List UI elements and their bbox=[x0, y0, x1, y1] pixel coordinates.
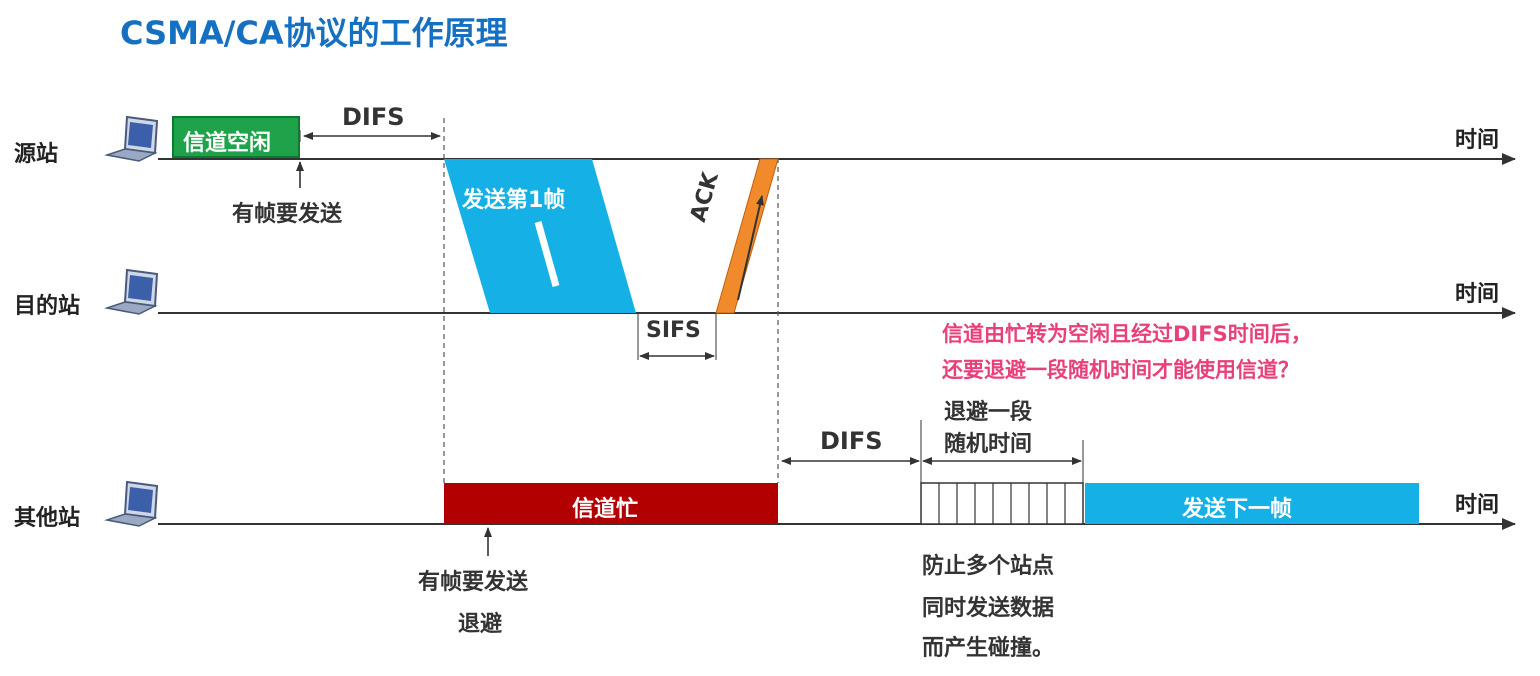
collision-note-line-1: 防止多个站点 bbox=[922, 554, 1055, 579]
backoff-slots bbox=[920, 482, 1084, 525]
sifs-label: SIFS bbox=[646, 318, 701, 343]
source-time-label: 时间 bbox=[1455, 128, 1500, 153]
frame-direction-arrow bbox=[534, 221, 560, 287]
page-title: CSMA/CA协议的工作原理 bbox=[120, 14, 508, 52]
channel-busy-box bbox=[444, 483, 778, 524]
destination-time-label: 时间 bbox=[1455, 282, 1500, 307]
collision-note-line-3: 而产生碰撞。 bbox=[922, 636, 1055, 661]
channel-busy-label: 信道忙 bbox=[572, 497, 639, 522]
channel-idle-label: 信道空闲 bbox=[183, 131, 272, 156]
difs-label-other: DIFS bbox=[820, 427, 883, 455]
backoff-random-label-2: 随机时间 bbox=[944, 432, 1033, 457]
backoff-label-other: 退避 bbox=[458, 612, 503, 637]
source-station-label: 源站 bbox=[14, 142, 59, 167]
other-station-label: 其他站 bbox=[14, 506, 81, 531]
question-line-2: 还要退避一段随机时间才能使用信道？ bbox=[942, 358, 1299, 382]
other-laptop-icon bbox=[104, 480, 159, 527]
difs-label-source: DIFS bbox=[342, 103, 405, 131]
destination-laptop-icon bbox=[104, 268, 159, 315]
other-time-label: 时间 bbox=[1455, 493, 1500, 518]
collision-note-line-2: 同时发送数据 bbox=[922, 596, 1055, 621]
send-next-frame-box bbox=[1085, 483, 1419, 524]
send-next-frame-label: 发送下一帧 bbox=[1182, 497, 1293, 522]
ack-transmission bbox=[715, 158, 779, 314]
has-frame-label-other: 有帧要发送 bbox=[418, 570, 529, 595]
has-frame-label-source: 有帧要发送 bbox=[232, 202, 343, 227]
send-first-frame-label: 发送第1帧 bbox=[462, 188, 566, 213]
backoff-random-label-1: 退避一段 bbox=[944, 400, 1033, 425]
ack-direction-arrow bbox=[737, 195, 764, 301]
question-line-1: 信道由忙转为空闲且经过DIFS时间后， bbox=[942, 322, 1312, 346]
source-laptop-icon bbox=[104, 115, 159, 162]
channel-idle-box bbox=[172, 116, 300, 158]
destination-station-label: 目的站 bbox=[14, 294, 81, 319]
